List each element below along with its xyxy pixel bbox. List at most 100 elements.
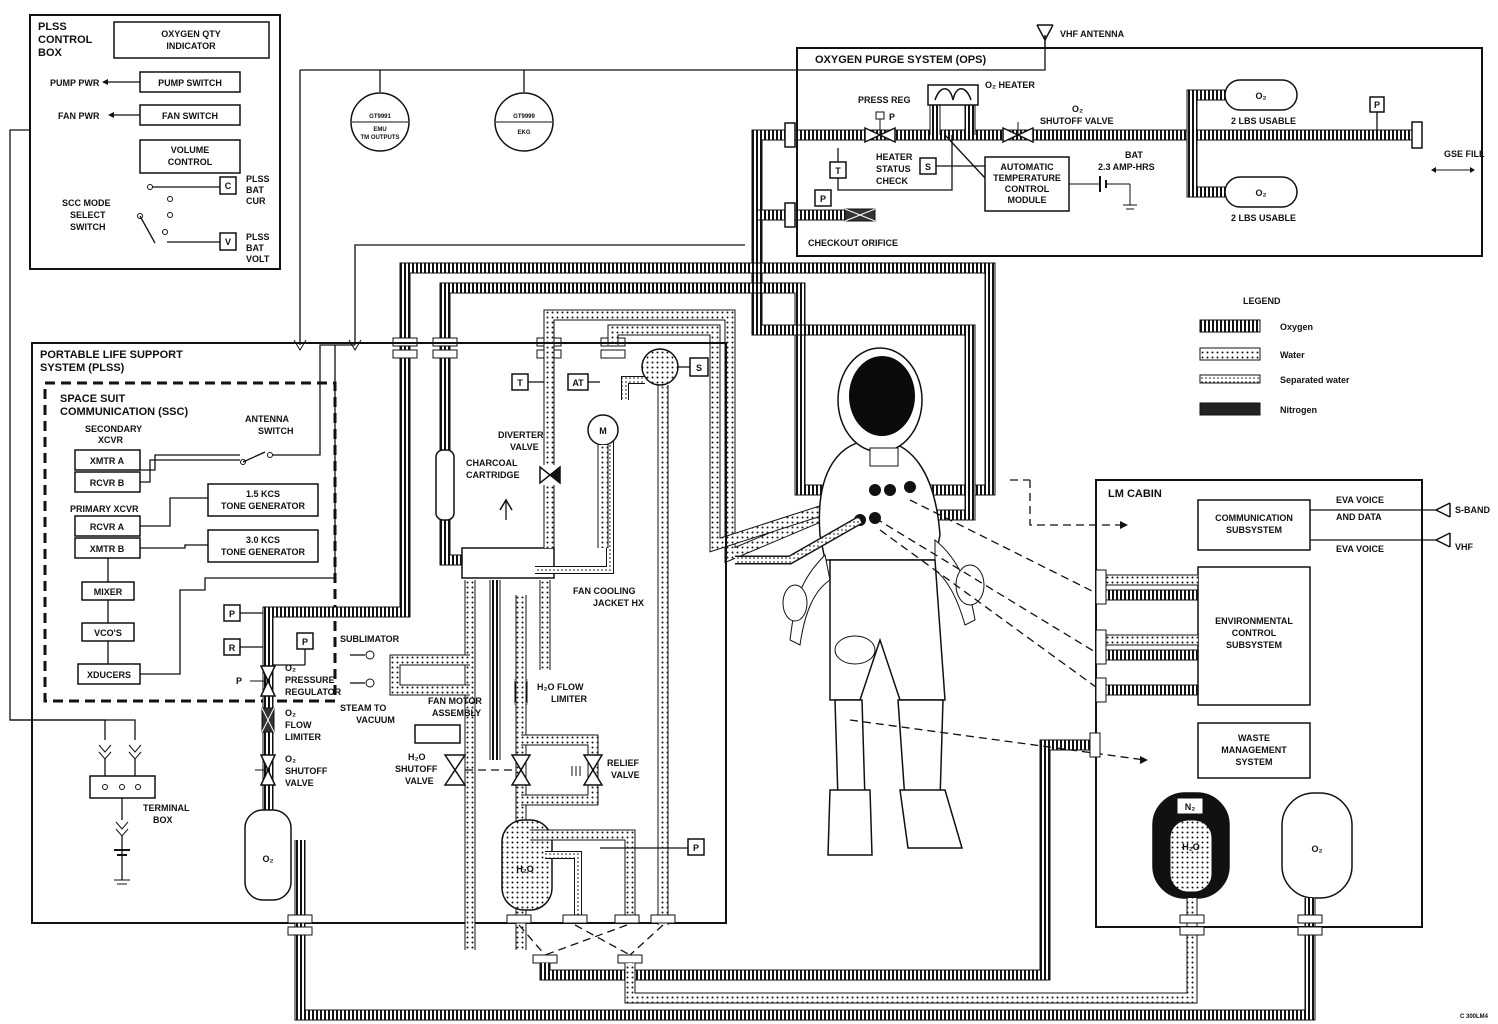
legend: LEGEND Oxygen Water Separated water Nitr…: [1200, 296, 1350, 415]
sublimator-label: SUBLIMATOR: [340, 634, 400, 644]
secondary-label-1: SECONDARY: [85, 424, 142, 434]
helmet-visor: [849, 356, 915, 436]
pump-pwr-label: PUMP PWR: [50, 78, 100, 88]
relief-label-1: RELIEF: [607, 758, 640, 768]
diverter-valve: [540, 467, 560, 483]
xmtr-a-label: XMTR A: [90, 456, 125, 466]
h2o-shut-label-1: H₂O: [408, 752, 426, 762]
lm-h2o-label: H₂O: [1182, 842, 1200, 852]
bat-volt-label-3: VOLT: [246, 254, 270, 264]
gauge1-label-b: TM OUTPUTS: [361, 135, 400, 141]
diverter-label-2: VALVE: [510, 442, 539, 452]
ops-shutoff-label-1: O₂: [1072, 104, 1083, 114]
o2-heater-label: O₂ HEATER: [985, 80, 1035, 90]
antenna-switch-label-2: SWITCH: [258, 426, 294, 436]
gauge2-code: GT9999: [513, 114, 535, 120]
legend-nitrogen: Nitrogen: [1280, 405, 1317, 415]
atc-module: AUTOMATIC TEMPERATURE CONTROL MODULE: [985, 157, 1069, 211]
lm-n2-label: N₂: [1185, 802, 1196, 812]
rcvr-a-label: RCVR A: [90, 522, 125, 532]
scc-label-2: SELECT: [70, 210, 106, 220]
ecs-label-3: SUBSYSTEM: [1226, 640, 1282, 650]
atc-label-4: MODULE: [1008, 195, 1047, 205]
o2-shut-label-3: VALVE: [285, 778, 314, 788]
scc-mode-select-switch[interactable]: [138, 185, 221, 244]
v-box-label: V: [225, 237, 231, 247]
antenna-switch-label-1: ANTENNA: [245, 414, 289, 424]
o2-flow-label-1: O₂: [285, 708, 296, 718]
o2-shut-label-1: O₂: [285, 754, 296, 764]
gse-fill-label: GSE FILL: [1444, 149, 1485, 159]
bat-label-1: BAT: [1125, 150, 1143, 160]
ops-usable-1: 2 LBS USABLE: [1231, 116, 1296, 126]
tone15-label-1: 1.5 KCS: [246, 489, 280, 499]
sublimator: [350, 651, 470, 690]
fan-cooling-label-1: FAN COOLING: [573, 586, 636, 596]
plss-p-2: P: [302, 637, 308, 647]
plss-at-label: AT: [572, 378, 584, 388]
fan-motor-assembly: [415, 725, 460, 743]
water-separator: [642, 349, 678, 385]
volume-label-1: VOLUME: [171, 145, 210, 155]
vhf-lm-label: VHF: [1455, 542, 1474, 552]
pump-motor: M: [588, 415, 618, 445]
comm-label-2: SUBSYSTEM: [1226, 525, 1282, 535]
s-band-label: S-BAND: [1455, 505, 1490, 515]
c-box-label: C: [225, 181, 232, 191]
plss-reservoir-label: H₂O: [516, 864, 534, 874]
ops-p-right: P: [1374, 100, 1380, 110]
steam-label-2: VACUUM: [356, 715, 395, 725]
antenna-switch[interactable]: [241, 452, 273, 465]
tone15-label-2: TONE GENERATOR: [221, 501, 306, 511]
mixer-label: MIXER: [94, 587, 123, 597]
bat-volt-label-1: PLSS: [246, 232, 270, 242]
diverter-label-1: DIVERTER: [498, 430, 544, 440]
ssc-title-1: SPACE SUIT: [60, 393, 125, 405]
charcoal-label-2: CARTRIDGE: [466, 470, 520, 480]
ops-title: OXYGEN PURGE SYSTEM (OPS): [815, 54, 986, 66]
ekg-gauge: GT9999 EKG: [495, 93, 553, 151]
rcvr-b-label: RCVR B: [90, 478, 125, 488]
ops-o2-tank-1: O₂: [1225, 80, 1297, 110]
plss-title-1: PORTABLE LIFE SUPPORT: [40, 349, 183, 361]
legend-nitrogen-swatch: [1200, 403, 1260, 415]
vhf-antenna-icon: [1037, 25, 1053, 47]
plss-o2-tank-label: O₂: [263, 854, 274, 864]
eva-voice-data-label-2: AND DATA: [1336, 512, 1382, 522]
plss-r: R: [229, 643, 236, 653]
bat-cur-label-1: PLSS: [246, 174, 270, 184]
fan-switch-label: FAN SWITCH: [162, 111, 218, 121]
waste-label-2: MANAGEMENT: [1221, 745, 1287, 755]
h2o-flow-label-1: H₂O FLOW: [537, 682, 584, 692]
charcoal-cartridge: [436, 450, 454, 520]
relief-label-2: VALVE: [611, 770, 640, 780]
gauge1-label-a: EMU: [373, 127, 386, 133]
ops-usable-2: 2 LBS USABLE: [1231, 213, 1296, 223]
comm-label-1: COMMUNICATION: [1215, 513, 1293, 523]
plss-reg-p: P: [236, 676, 242, 686]
fan-motor-label-2: ASSEMBLY: [432, 708, 481, 718]
legend-oxygen-swatch: [1200, 320, 1260, 332]
pump-motor-label: M: [599, 426, 607, 436]
ops-tank2-label: O₂: [1256, 188, 1267, 198]
waste-label-1: WASTE: [1238, 733, 1270, 743]
o2-reg-label-3: REGULATOR: [285, 687, 342, 697]
plss-title-2: SYSTEM (PLSS): [40, 362, 125, 374]
plss-p-1: P: [229, 609, 235, 619]
ops-s-label: S: [925, 162, 931, 172]
waste-label-3: SYSTEM: [1235, 757, 1272, 767]
vhf-antenna-label: VHF ANTENNA: [1060, 29, 1125, 39]
oxygen-qty-label-2: INDICATOR: [166, 41, 216, 51]
emu-tm-gauge: GT9991 EMU TM OUTPUTS: [351, 93, 409, 151]
control-box-title-2: CONTROL: [38, 34, 93, 46]
s-band-antenna-icon: [1436, 503, 1450, 517]
gauge1-code: GT9991: [369, 114, 391, 120]
ops-p-checkout: P: [820, 194, 826, 204]
battery-icon: [1069, 176, 1137, 209]
bat-cur-label-3: CUR: [246, 196, 266, 206]
xducers-label: XDUCERS: [87, 670, 131, 680]
ecs-label-1: ENVIRONMENTAL: [1215, 616, 1293, 626]
legend-separated-water: Separated water: [1280, 375, 1350, 385]
heater-status-3: CHECK: [876, 176, 909, 186]
